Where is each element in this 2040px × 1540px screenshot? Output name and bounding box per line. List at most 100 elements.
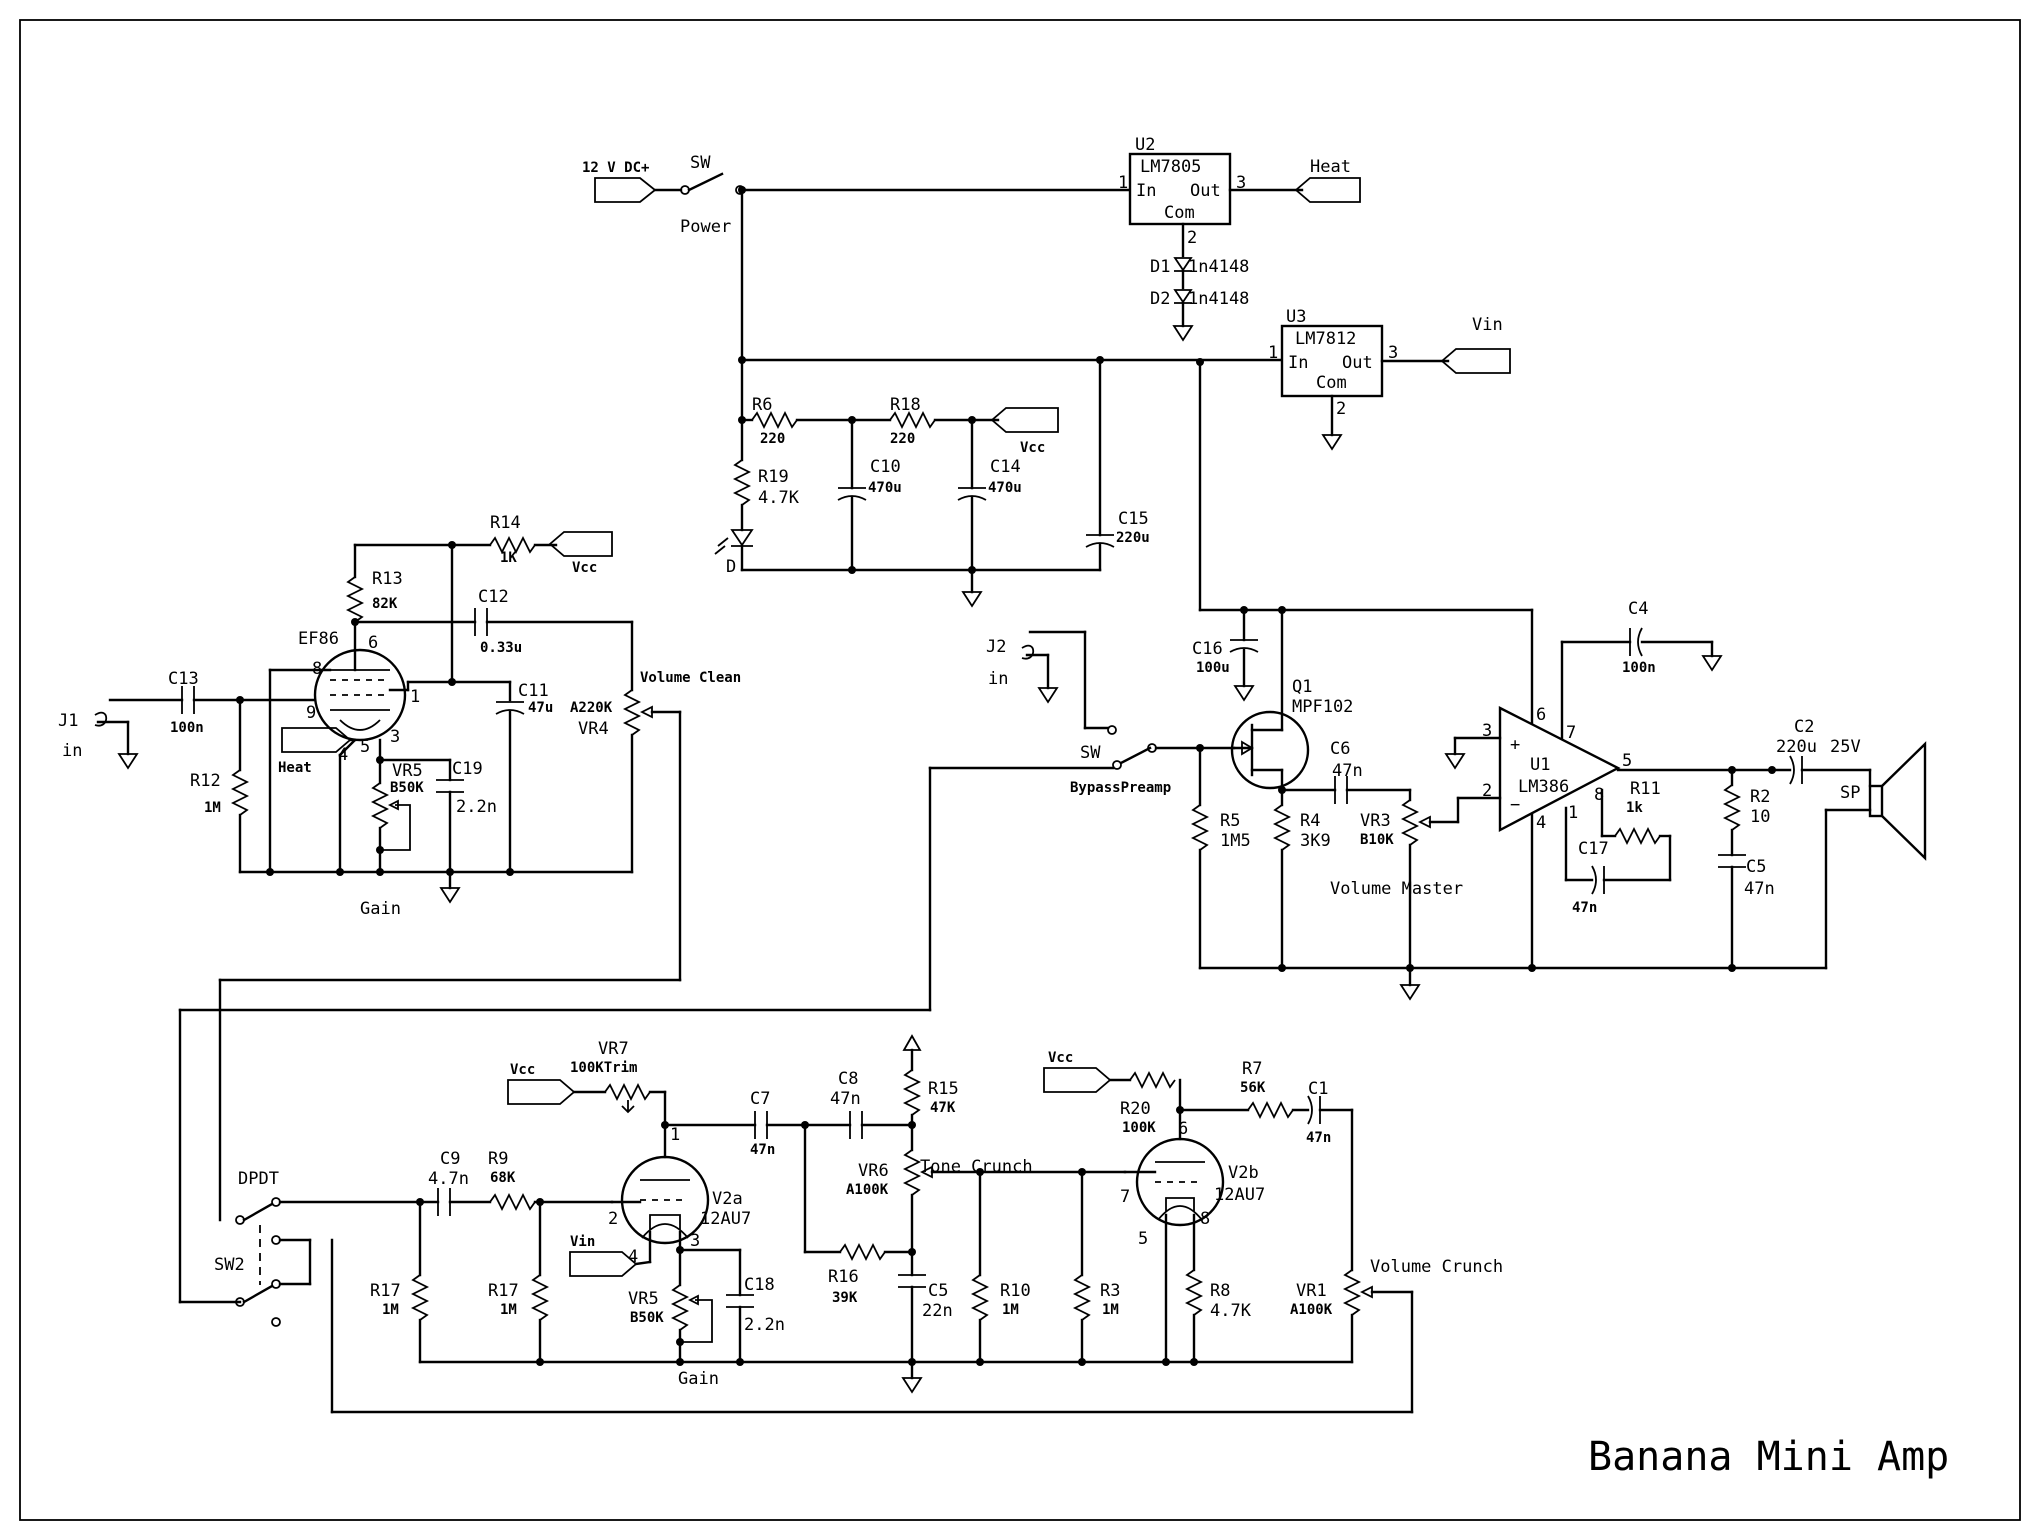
label-ef86-p3: 3: [390, 727, 400, 747]
vcc-supply-arrow: [902, 1034, 922, 1051]
label-c12: C12: [478, 587, 509, 607]
label-ef86-p9: 9: [306, 703, 316, 723]
label-r14-val: 1K: [500, 550, 517, 566]
label-u3-p1: 1: [1268, 343, 1278, 363]
label-u1-p7: 7: [1566, 723, 1576, 743]
label-j1-in: in: [62, 741, 82, 761]
led-indicator: [730, 529, 754, 547]
label-r8-val: 4.7K: [1210, 1301, 1252, 1321]
r15-resistor: [902, 1069, 922, 1116]
label-r12: R12: [190, 771, 221, 791]
vcc-vr7-port: [507, 1079, 576, 1105]
diagram-title: Banana Mini Amp: [1588, 1434, 1949, 1480]
label-r9-val: 68K: [490, 1170, 516, 1186]
r13-resistor: [345, 576, 365, 623]
label-u2: U2: [1135, 135, 1155, 155]
q1-jfet: [1230, 710, 1310, 790]
label-u1: U1: [1530, 755, 1550, 775]
vr3-potentiometer: [1400, 799, 1420, 846]
vr1-potentiometer: [1342, 1269, 1362, 1316]
label-ef86-p4: 4: [338, 745, 348, 765]
label-r4-val: 3K9: [1300, 831, 1331, 851]
label-vin-out: Vin: [1472, 315, 1503, 335]
heat-input-port: [281, 727, 352, 753]
label-c17: C17: [1578, 839, 1609, 859]
label-vol-master: Volume Master: [1330, 879, 1463, 899]
label-ef86-p8: 8: [312, 659, 322, 679]
label-r3: R3: [1100, 1281, 1120, 1301]
label-c5a-val: 47n: [1744, 879, 1775, 899]
label-c2-val: 220u: [1776, 737, 1817, 757]
label-r17a-val: 1M: [382, 1302, 399, 1318]
output-section: [178, 360, 1927, 1304]
j2-jack: [1021, 644, 1035, 660]
label-c15: C15: [1118, 509, 1149, 529]
label-c19-val: 2.2n: [456, 797, 497, 817]
label-v2a: V2a: [712, 1189, 743, 1209]
vr5b-potentiometer: [670, 1284, 690, 1331]
label-r7-val: 56K: [1240, 1080, 1266, 1096]
label-sp: SP: [1840, 783, 1860, 803]
label-u2-part: LM7805: [1140, 157, 1201, 177]
c13-capacitor: [181, 686, 195, 714]
label-c1: C1: [1308, 1079, 1328, 1099]
label-c8-val: 47n: [830, 1089, 861, 1109]
label-r16: R16: [828, 1267, 859, 1287]
label-r6: R6: [752, 395, 772, 415]
label-v2a-p4: 4: [628, 1247, 638, 1267]
label-r20: R20: [1120, 1099, 1151, 1119]
r2-resistor: [1722, 784, 1742, 831]
label-r15: R15: [928, 1079, 959, 1099]
label-c18-val: 2.2n: [744, 1315, 785, 1335]
label-r18: R18: [890, 395, 921, 415]
label-c6: C6: [1330, 739, 1350, 759]
label-r10-val: 1M: [1002, 1302, 1019, 1318]
label-c16-val: 100u: [1196, 660, 1230, 676]
r5-resistor: [1190, 804, 1210, 851]
c1-capacitor: [1307, 1095, 1321, 1125]
r14-resistor: [489, 535, 536, 555]
label-q1: Q1: [1292, 677, 1312, 697]
r20-resistor: [1129, 1070, 1176, 1090]
label-u3: U3: [1286, 307, 1306, 327]
r11-resistor: [1614, 826, 1661, 846]
label-q1-part: MPF102: [1292, 697, 1353, 717]
r8-resistor: [1184, 1269, 1204, 1316]
r12-resistor: [230, 769, 250, 816]
label-r5: R5: [1220, 811, 1240, 831]
label-v2b-p6: 6: [1178, 1119, 1188, 1139]
label-r19: R19: [758, 467, 789, 487]
j1-jack: [94, 711, 108, 727]
label-u1-p4: 4: [1536, 813, 1546, 833]
label-r11-val: 1k: [1626, 800, 1643, 816]
label-v2a-p3: 3: [690, 1231, 700, 1251]
label-r13-val: 82K: [372, 596, 398, 612]
label-j2: J2: [986, 637, 1006, 657]
ef86-preamp: [94, 531, 682, 1222]
label-c1-val: 47n: [1306, 1130, 1331, 1146]
r6-resistor: [751, 410, 798, 430]
label-v2a-part: 12AU7: [700, 1209, 751, 1229]
label-vol-crunch: Volume Crunch: [1370, 1257, 1503, 1277]
label-vr7-val: 100KTrim: [570, 1060, 637, 1076]
label-vcc-r14: Vcc: [572, 560, 597, 576]
c5-tone-capacitor: [898, 1274, 926, 1288]
label-r3-val: 1M: [1102, 1302, 1119, 1318]
label-c16: C16: [1192, 639, 1223, 659]
label-c2-volt: 25V: [1830, 737, 1861, 757]
labels: 12 V DC+ SW Power U2 LM7805 In Out Com 1…: [58, 135, 1949, 1480]
label-u2-p2: 2: [1187, 228, 1197, 248]
label-u3-com: Com: [1316, 373, 1347, 393]
label-r12-val: 1M: [204, 800, 221, 816]
label-c6-val: 47n: [1332, 761, 1363, 781]
c18-capacitor: [726, 1294, 754, 1308]
r16-resistor: [839, 1242, 886, 1262]
label-u3-p3: 3: [1388, 343, 1398, 363]
label-vr5: VR5: [392, 761, 423, 781]
label-vr1: VR1: [1296, 1281, 1327, 1301]
label-c10-val: 470u: [868, 480, 902, 496]
label-v2b: V2b: [1228, 1163, 1259, 1183]
label-led: D: [726, 557, 736, 577]
label-heat-out: Heat: [1310, 157, 1351, 177]
label-ef86: EF86: [298, 629, 339, 649]
